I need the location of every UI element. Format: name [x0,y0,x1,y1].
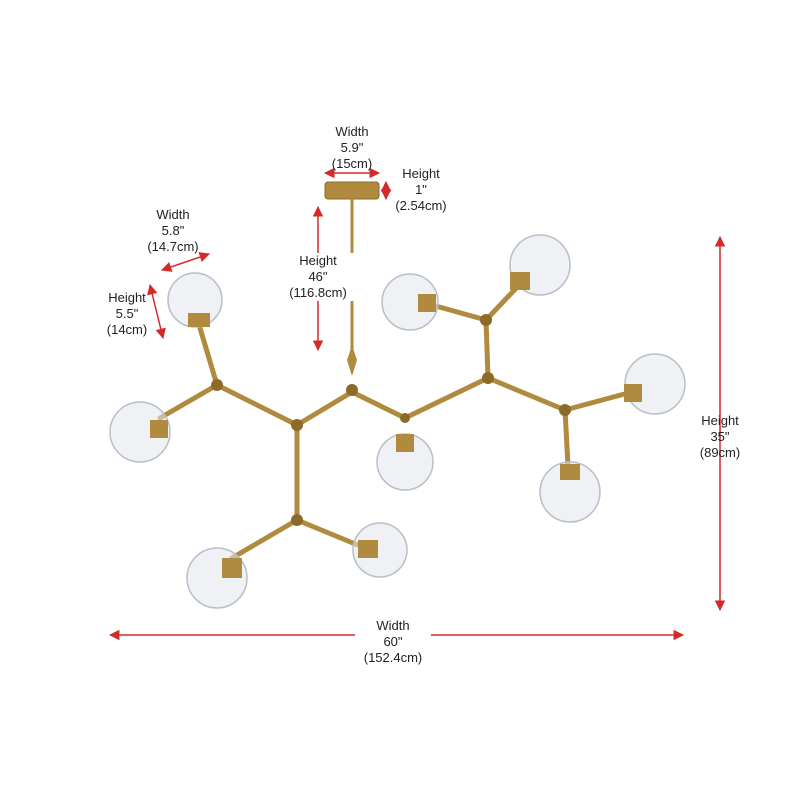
shade-left-top [167,272,223,328]
label-cm: (152.4cm) [363,650,423,665]
shade-right-top [624,353,686,415]
branch-arms [157,281,635,561]
label-cm: (116.8cm) [289,285,347,300]
label-inch: 5.9" [340,140,364,155]
rod-height-label: Height 46" (116.8cm) [275,253,361,301]
label-inch: 60" [383,634,403,649]
canopy-width-label: Width 5.9" (15cm) [312,124,392,172]
arm-joints [211,314,571,526]
shade-upper-middle [381,273,439,331]
shade-center [376,433,434,491]
label-word: Width [335,124,369,139]
rod-connector [347,345,357,376]
canopy-height-label: Height 1" (2.54cm) [384,166,458,214]
label-inch: 1" [415,182,427,197]
label-inch: 46" [308,269,328,284]
label-cm: (15cm) [331,156,373,171]
chandelier [109,181,686,609]
label-cm: (14cm) [106,322,148,337]
shade-bottom-left [186,547,248,609]
label-cm: (89cm) [699,445,741,460]
shade-width-label: Width 5.8" (14.7cm) [137,207,209,255]
glass-shades [109,234,686,609]
fixture-width-label: Width 60" (152.4cm) [355,618,431,666]
label-inch: 5.8" [161,223,185,238]
shade-bottom-center [352,522,408,578]
label-word: Width [156,207,190,222]
label-word: Height [108,290,146,305]
label-word: Height [701,413,739,428]
shade-height-label: Height 5.5" (14cm) [98,290,156,338]
shade-right-bottom [539,461,601,523]
label-cm: (2.54cm) [395,198,447,213]
label-cm: (14.7cm) [147,239,199,254]
label-word: Width [376,618,410,633]
label-inch: 35" [710,429,730,444]
shade-height-arrow [147,283,166,340]
label-word: Height [299,253,337,268]
shade-top-right [509,234,571,296]
label-inch: 5.5" [115,306,139,321]
ceiling-canopy [324,181,380,200]
shade-width-arrow [161,252,210,272]
label-word: Height [402,166,440,181]
shade-left-middle [109,401,171,463]
fixture-height-label: Height 35" (89cm) [688,413,752,461]
